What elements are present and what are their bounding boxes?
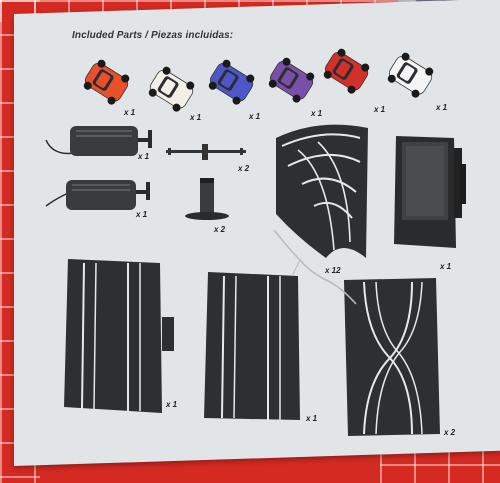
controller-2-qty: x 1 <box>136 210 148 219</box>
track-post <box>185 178 229 220</box>
straight-2-qty: x 1 <box>306 414 318 423</box>
car-police-qty: x 1 <box>436 103 448 112</box>
car-purple <box>268 57 315 103</box>
car-white-qty: x 1 <box>190 113 202 122</box>
curve-track <box>276 124 368 259</box>
straight-1-qty: x 1 <box>166 400 178 409</box>
car-red-truck-qty: x 1 <box>374 105 386 114</box>
straight-track-1 <box>64 259 174 413</box>
included-parts-title: Included Parts / Piezas incluidas: <box>72 30 234 41</box>
car-purple-qty: x 1 <box>311 109 323 118</box>
guard-rail <box>166 144 246 160</box>
guard-rail-qty: x 2 <box>238 164 250 173</box>
crossover-track <box>344 278 440 436</box>
controller-2 <box>45 180 150 210</box>
car-red-truck <box>323 48 370 94</box>
car-police <box>387 52 434 98</box>
controller-1 <box>45 126 152 156</box>
rail-parts <box>166 144 246 220</box>
curve-qty: x 12 <box>325 266 341 275</box>
controllers-group <box>45 126 152 210</box>
power-base-qty: x 1 <box>440 262 452 271</box>
card-crease <box>273 229 357 305</box>
car-orange <box>83 59 130 105</box>
car-blue-qty: x 1 <box>249 112 261 121</box>
crossover-qty: x 2 <box>444 428 456 437</box>
post-qty: x 2 <box>214 225 226 234</box>
controller-1-qty: x 1 <box>138 152 150 161</box>
car-blue <box>208 59 255 105</box>
car-white <box>148 66 195 112</box>
power-base <box>394 136 466 248</box>
car-orange-qty: x 1 <box>124 108 136 117</box>
straight-track-2 <box>204 272 300 420</box>
